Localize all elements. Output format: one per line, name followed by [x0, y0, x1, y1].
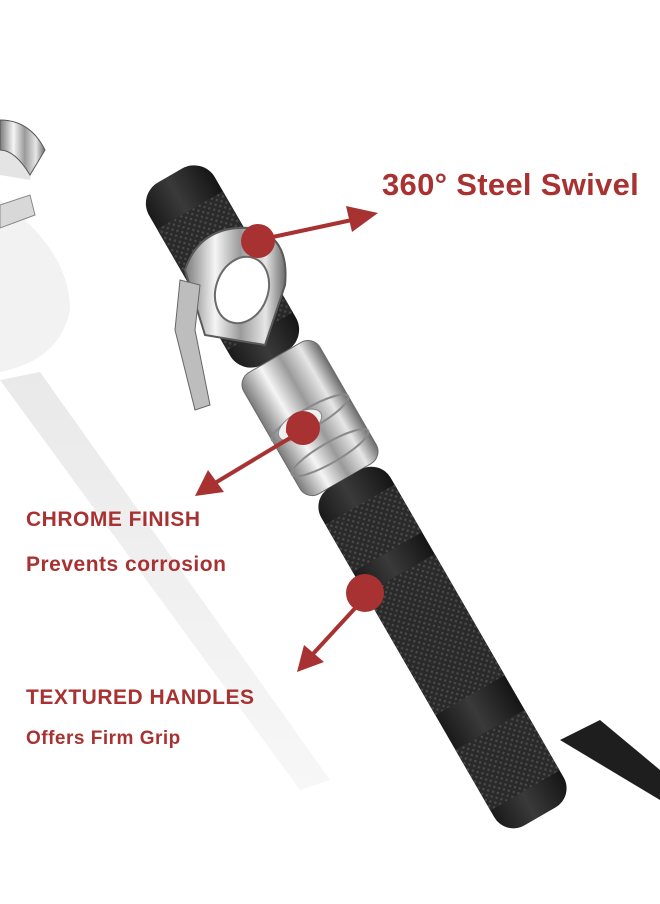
bottom-rod [560, 720, 660, 800]
chrome-bar-end [0, 119, 46, 229]
swivel-eye [174, 226, 287, 411]
swivel-callout-pointer [241, 206, 378, 258]
red-dot-marker [286, 411, 320, 445]
lower-knurl-3 [455, 709, 560, 811]
chrome-callout-pointer [195, 411, 320, 496]
swivel-callout-title: 360° Steel Swivel [382, 167, 640, 202]
chrome-callout-subtitle: Prevents corrosion [26, 553, 227, 576]
arrow-pointer [297, 645, 324, 672]
handles-callout-subtitle: Offers Firm Grip [26, 728, 181, 749]
red-dot-marker [346, 574, 384, 612]
arrow-pointer [346, 206, 378, 232]
handles-callout-title: TEXTURED HANDLES [26, 686, 255, 709]
arrow-pointer [195, 470, 224, 496]
lower-knurl-2 [365, 553, 505, 716]
red-dot-marker [241, 224, 275, 258]
lower-knurl-1 [325, 484, 423, 573]
handles-callout-pointer [297, 574, 384, 672]
chrome-callout-title: CHROME FINISH [26, 508, 201, 531]
